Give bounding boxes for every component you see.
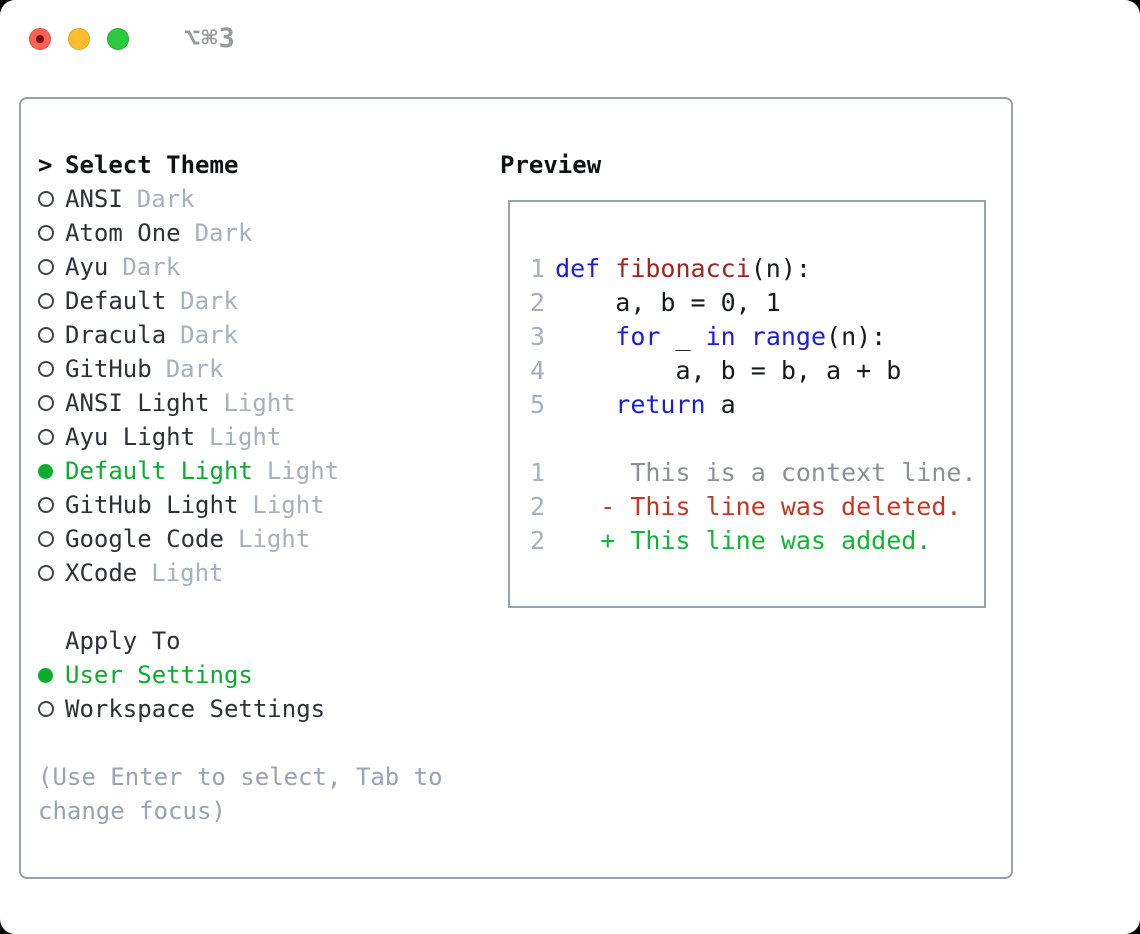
- theme-option-default-dark[interactable]: Default Dark: [38, 284, 443, 318]
- empty-line: [530, 217, 984, 251]
- apply-to-header: Apply To: [38, 624, 443, 658]
- theme-name: ANSI Light: [65, 389, 210, 417]
- cursor-icon: >: [38, 151, 53, 179]
- theme-name: ANSI: [65, 185, 123, 213]
- theme-variant-badge: Dark: [122, 253, 181, 281]
- theme-option-atom-one-dark[interactable]: Atom One Dark: [38, 216, 443, 250]
- hint-line-1: (Use Enter to select, Tab to: [38, 763, 443, 791]
- theme-variant-badge: Light: [252, 491, 325, 519]
- apply-option-label: User Settings: [65, 661, 253, 689]
- theme-option-dracula-dark[interactable]: Dracula Dark: [38, 318, 443, 352]
- theme-option-github-light-light[interactable]: GitHub Light Light: [38, 488, 443, 522]
- theme-name: Default Light: [65, 457, 253, 485]
- radio-unselected-icon: [38, 293, 65, 309]
- line-number: 2: [530, 287, 546, 317]
- theme-name: GitHub Light: [65, 491, 239, 519]
- theme-name: Default: [65, 287, 167, 315]
- code-line-2: 2 a, b = 0, 1: [530, 287, 781, 317]
- theme-variant-badge: Light: [266, 457, 340, 485]
- theme-name: XCode: [65, 559, 138, 587]
- theme-variant-badge: Dark: [194, 219, 253, 247]
- theme-variant-badge: Light: [237, 525, 311, 553]
- code-line-3: 3 for _ in range(n):: [530, 321, 887, 351]
- theme-option-ayu-light-light[interactable]: Ayu Light Light: [38, 420, 443, 454]
- line-number: 2: [530, 525, 546, 555]
- titlebar: ⌥⌘3: [29, 23, 236, 54]
- empty-line: [530, 421, 984, 455]
- theme-option-ansi-dark[interactable]: ANSI Dark: [38, 182, 443, 216]
- zoom-button[interactable]: [107, 27, 129, 50]
- apply-option-workspace-settings[interactable]: Workspace Settings: [38, 692, 443, 726]
- theme-variant-badge: Light: [223, 389, 296, 417]
- hint-text: (Use Enter to select, Tab to change focu…: [38, 760, 443, 828]
- theme-option-google-code-light[interactable]: Google Code Light: [38, 522, 443, 556]
- line-number: 3: [530, 321, 546, 351]
- close-button[interactable]: [29, 27, 51, 50]
- theme-option-ayu-dark[interactable]: Ayu Dark: [38, 250, 443, 284]
- radio-unselected-icon: [38, 531, 65, 547]
- code-line-4: 4 a, b = b, a + b: [530, 355, 902, 385]
- apply-option-user-settings[interactable]: User Settings: [38, 658, 443, 692]
- theme-option-ansi-light-light[interactable]: ANSI Light Light: [38, 386, 443, 420]
- radio-selected-icon: [38, 667, 65, 683]
- code-line-5: 5 return a: [530, 389, 736, 419]
- radio-unselected-icon: [38, 395, 65, 411]
- radio-unselected-icon: [38, 701, 65, 717]
- theme-option-xcode-light[interactable]: XCode Light: [38, 556, 443, 590]
- close-modified-dot-icon: [36, 34, 44, 43]
- hint-gap: [38, 726, 443, 760]
- theme-option-default-light-light[interactable]: Default Light Light: [38, 454, 443, 488]
- theme-name: Google Code: [65, 525, 224, 553]
- line-number: 1: [530, 457, 546, 487]
- select-theme-label: Select Theme: [65, 151, 239, 179]
- radio-unselected-icon: [38, 191, 65, 207]
- apply-option-label: Workspace Settings: [65, 695, 326, 723]
- radio-unselected-icon: [38, 225, 65, 241]
- line-number: 4: [530, 355, 546, 385]
- diff-context-line: 1 This is a context line.: [530, 457, 977, 487]
- line-number: 2: [530, 491, 546, 521]
- theme-variant-badge: Dark: [165, 355, 224, 383]
- window-title: ⌥⌘3: [184, 23, 236, 54]
- radio-unselected-icon: [38, 429, 65, 445]
- theme-variant-badge: Light: [209, 423, 282, 451]
- line-number: 5: [530, 389, 546, 419]
- line-number: 1: [530, 253, 546, 283]
- hint-line-2: change focus): [38, 797, 226, 825]
- theme-variant-badge: Light: [151, 559, 224, 587]
- theme-name: Atom One: [65, 219, 181, 247]
- theme-variant-badge: Dark: [180, 321, 238, 349]
- theme-name: Dracula: [65, 321, 167, 349]
- radio-unselected-icon: [38, 361, 65, 377]
- radio-selected-icon: [38, 463, 65, 479]
- diff-deleted-line: 2 - This line was deleted.: [530, 491, 962, 521]
- theme-name: GitHub: [65, 355, 152, 383]
- theme-option-github-dark[interactable]: GitHub Dark: [38, 352, 443, 386]
- radio-unselected-icon: [38, 565, 65, 581]
- radio-unselected-icon: [38, 327, 65, 343]
- radio-unselected-icon: [38, 259, 65, 275]
- radio-unselected-icon: [38, 497, 65, 513]
- theme-variant-badge: Dark: [136, 185, 195, 213]
- minimize-button[interactable]: [68, 27, 90, 50]
- preview-title: Preview: [500, 151, 602, 179]
- theme-name: Ayu: [65, 253, 109, 281]
- apply-to-label: Apply To: [65, 627, 181, 655]
- select-theme-header: > Select Theme: [38, 148, 443, 182]
- theme-name: Ayu Light: [65, 423, 196, 451]
- diff-added-line: 2 + This line was added.: [530, 525, 932, 555]
- theme-variant-badge: Dark: [180, 287, 238, 315]
- list-gap: [38, 590, 443, 624]
